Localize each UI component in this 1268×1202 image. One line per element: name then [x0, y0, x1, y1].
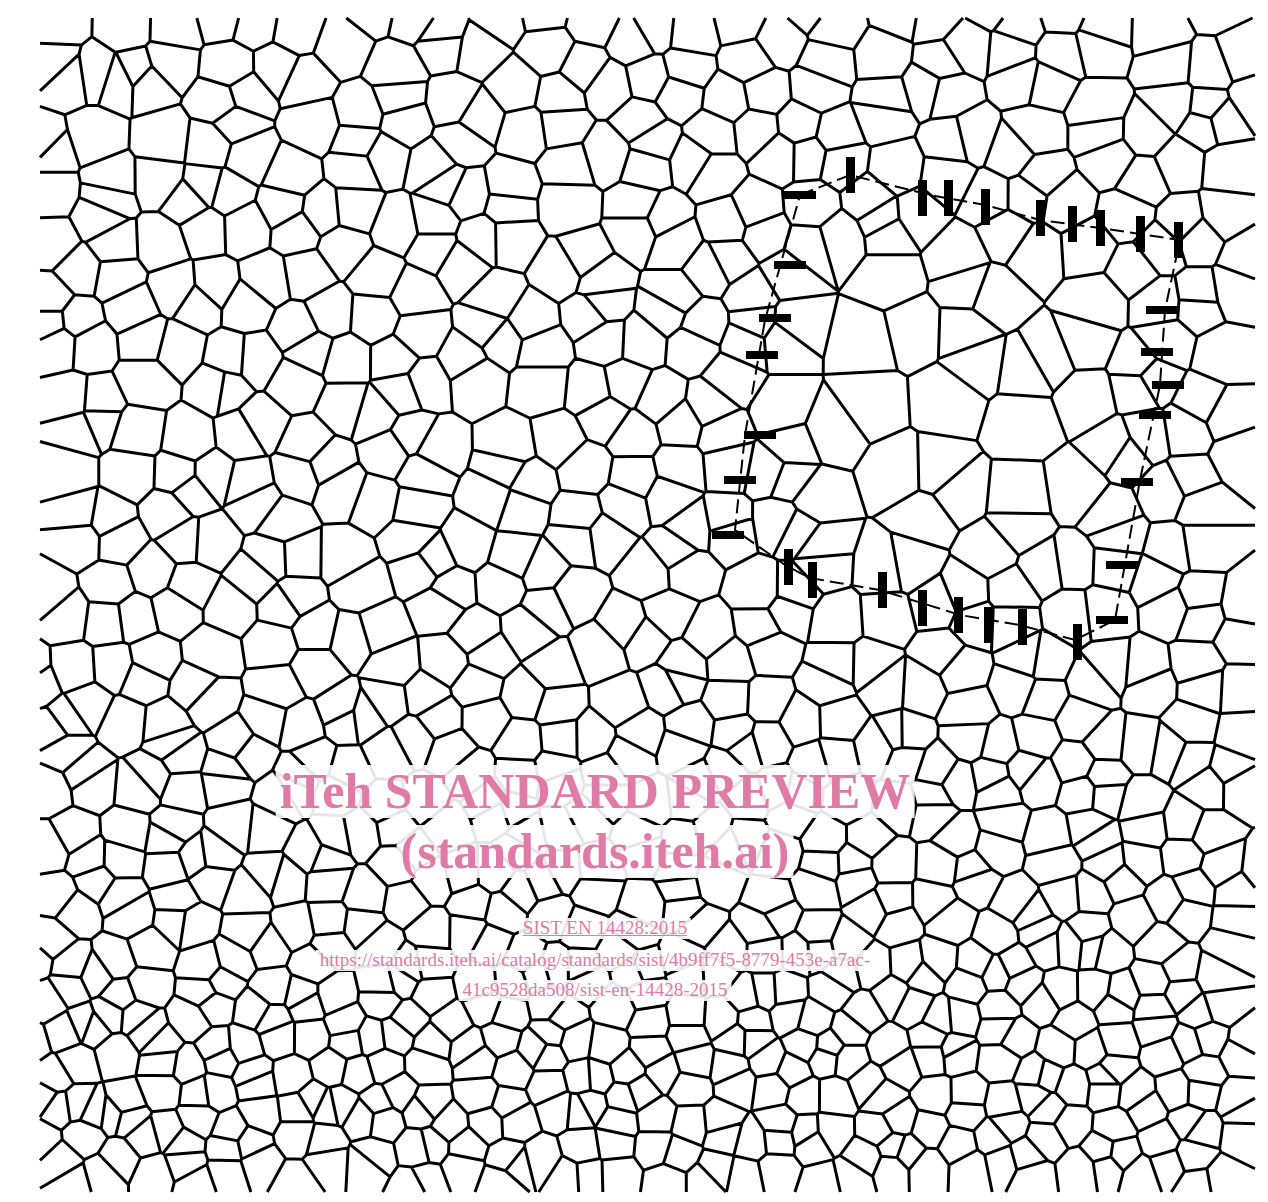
- tick-mark: [724, 476, 756, 484]
- tick-mark: [1174, 222, 1183, 258]
- tick-mark: [1018, 609, 1027, 645]
- grain-boundaries: [40, 18, 1255, 1192]
- tick-mark: [846, 157, 855, 193]
- measurement-loop: [735, 175, 1180, 640]
- tick-mark: [744, 431, 776, 439]
- tick-mark: [784, 549, 793, 585]
- tick-mark: [774, 261, 806, 269]
- tick-mark: [759, 314, 791, 322]
- tick-mark: [918, 180, 927, 216]
- tick-mark: [1136, 216, 1145, 252]
- watermark-text: SIST EN 14428:2015: [519, 918, 691, 939]
- tick-mark: [1141, 348, 1173, 356]
- tick-mark: [981, 189, 990, 225]
- tick-mark: [984, 607, 993, 643]
- tick-mark: [878, 572, 887, 608]
- tick-mark: [1068, 206, 1077, 242]
- tick-mark: [1096, 616, 1128, 624]
- tick-mark: [712, 531, 744, 539]
- tick-mark: [918, 590, 927, 626]
- tick-mark: [746, 351, 778, 359]
- tick-mark: [1106, 561, 1138, 569]
- tick-mark: [1121, 478, 1153, 486]
- tick-mark: [1036, 200, 1045, 236]
- tick-mark: [808, 562, 817, 598]
- tick-mark: [944, 180, 953, 216]
- tick-mark: [1152, 381, 1184, 389]
- tick-mark: [784, 191, 816, 199]
- watermark-text: (standards.iteh.ai): [397, 825, 794, 878]
- tick-mark: [1096, 210, 1105, 246]
- tick-mark: [1139, 411, 1171, 419]
- watermark-text: 41c9528da508/sist-en-14428-2015: [459, 980, 732, 1001]
- tick-mark: [954, 597, 963, 633]
- tick-mark: [1073, 624, 1082, 660]
- tick-mark: [1146, 306, 1178, 314]
- watermark-text: https://standards.iteh.ai/catalog/standa…: [316, 950, 875, 971]
- watermark-text: iTeh STANDARD PREVIEW: [276, 765, 915, 818]
